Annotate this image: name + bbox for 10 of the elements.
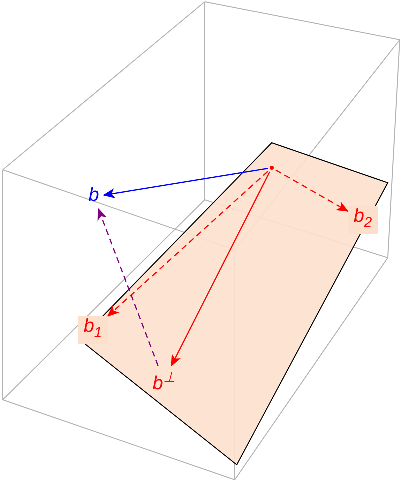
vector-origin [270,166,274,170]
arrow [98,208,159,366]
arrow [103,168,268,199]
vector-label: b [84,185,104,209]
vector-label: b$_{2}$ [348,206,378,234]
arrow [107,171,268,318]
vector-label: b$_{1}$ [78,316,108,344]
arrow [276,170,349,212]
vector-label: b$^{⊥}$ [148,366,180,396]
arrow [171,172,270,367]
